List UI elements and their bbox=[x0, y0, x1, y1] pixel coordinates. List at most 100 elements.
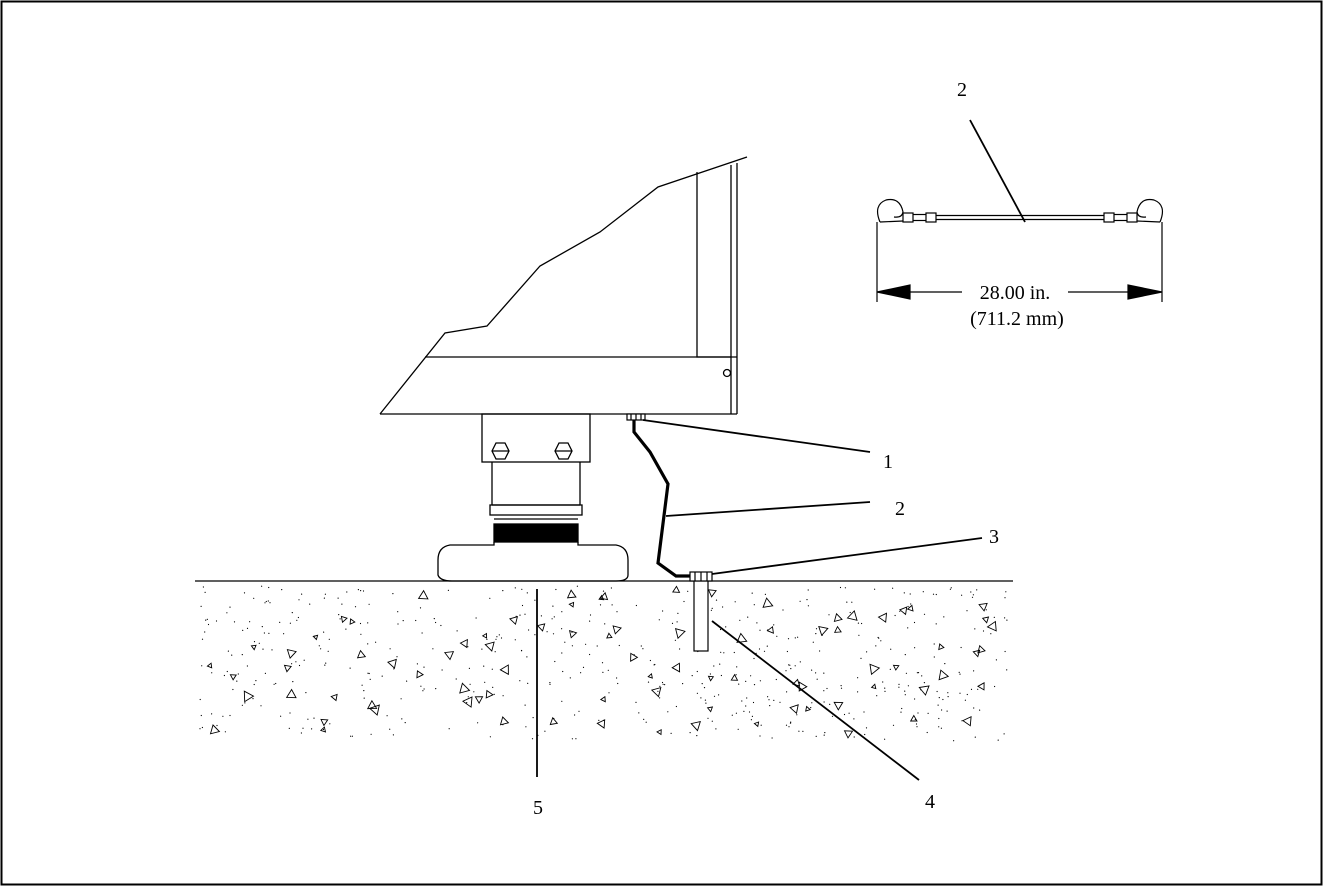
concrete-dot bbox=[635, 701, 637, 704]
concrete-dot bbox=[525, 726, 527, 728]
concrete-dot bbox=[662, 610, 664, 612]
concrete-dot bbox=[898, 683, 900, 686]
concrete-dot bbox=[397, 623, 399, 625]
concrete-dot bbox=[720, 674, 723, 677]
concrete-dot bbox=[898, 686, 900, 688]
concrete-dot bbox=[291, 663, 293, 665]
concrete-dot bbox=[846, 601, 848, 603]
concrete-dot bbox=[982, 630, 985, 632]
concrete-dot bbox=[806, 599, 808, 601]
concrete-aggregate-stone bbox=[484, 641, 495, 652]
concrete-aggregate-stone bbox=[443, 651, 455, 661]
concrete-dot bbox=[475, 617, 477, 619]
concrete-dot bbox=[400, 698, 402, 700]
concrete-dot bbox=[737, 728, 739, 730]
concrete-dot bbox=[246, 665, 248, 667]
concrete-dot bbox=[959, 692, 961, 694]
concrete-dot bbox=[440, 624, 442, 627]
concrete-aggregate-stone bbox=[209, 724, 221, 735]
concrete-dot bbox=[776, 635, 778, 637]
concrete-dot bbox=[938, 726, 940, 728]
concrete-dot bbox=[979, 709, 981, 711]
concrete-dot bbox=[602, 671, 604, 674]
concrete-aggregate-stone bbox=[981, 616, 990, 624]
ground-strap-detail bbox=[876, 198, 1164, 223]
concrete-dot bbox=[635, 604, 638, 607]
concrete-dot bbox=[824, 732, 826, 734]
concrete-dot bbox=[222, 715, 224, 717]
concrete-dot bbox=[738, 683, 740, 685]
concrete-dot bbox=[494, 651, 496, 653]
concrete-aggregate-stone bbox=[647, 672, 653, 679]
concrete-dot bbox=[216, 724, 218, 727]
concrete-dot bbox=[946, 710, 948, 712]
concrete-dot bbox=[325, 662, 327, 664]
leader-lines bbox=[536, 119, 1026, 781]
concrete-dot bbox=[288, 727, 290, 730]
concrete-dot bbox=[456, 630, 458, 632]
concrete-dot bbox=[489, 736, 491, 738]
concrete-dot bbox=[289, 622, 291, 624]
concrete-dot bbox=[313, 717, 315, 719]
concrete-dot bbox=[416, 663, 418, 665]
callout-3: 3 bbox=[989, 526, 999, 548]
concrete-aggregate-stone bbox=[285, 688, 297, 699]
concrete-aggregate-stone bbox=[977, 644, 986, 654]
concrete-dot bbox=[789, 664, 791, 666]
concrete-dot bbox=[618, 644, 620, 647]
concrete-dot bbox=[779, 701, 781, 703]
concrete-dot bbox=[933, 656, 935, 658]
concrete-dot bbox=[973, 707, 975, 709]
concrete-dot bbox=[831, 715, 834, 717]
concrete-dot bbox=[811, 702, 813, 704]
concrete-dot bbox=[746, 697, 748, 699]
concrete-dot bbox=[268, 632, 270, 635]
housing-fastener bbox=[722, 368, 732, 378]
concrete-dot bbox=[935, 623, 937, 625]
concrete-aggregate-stone bbox=[536, 623, 546, 632]
concrete-aggregate-stone bbox=[319, 726, 327, 733]
concrete-dot bbox=[396, 656, 398, 658]
concrete-aggregate bbox=[206, 585, 997, 739]
concrete-aggregate-stone bbox=[340, 615, 348, 624]
concrete-dot bbox=[359, 622, 362, 625]
concrete-aggregate-stone bbox=[818, 626, 829, 637]
concrete-dot bbox=[324, 593, 326, 595]
concrete-dot bbox=[231, 654, 233, 656]
pedestal-collar bbox=[489, 504, 583, 516]
concrete-dot bbox=[974, 628, 976, 630]
concrete-dot bbox=[227, 650, 229, 652]
concrete-dot bbox=[713, 695, 716, 697]
concrete-dot bbox=[658, 619, 660, 621]
concrete-dot bbox=[200, 714, 202, 717]
concrete-dot bbox=[202, 586, 204, 588]
concrete-dot bbox=[759, 680, 762, 682]
concrete-dot bbox=[492, 686, 494, 689]
concrete-dot bbox=[279, 621, 281, 624]
concrete-dot bbox=[775, 678, 777, 681]
concrete-dot bbox=[691, 675, 693, 677]
callout-1: 1 bbox=[883, 451, 893, 473]
concrete-dot bbox=[224, 731, 226, 733]
concrete-dot bbox=[295, 661, 297, 663]
concrete-dot bbox=[753, 657, 755, 660]
concrete-dot bbox=[555, 588, 557, 591]
concrete-dot bbox=[514, 587, 516, 589]
concrete-dot bbox=[527, 682, 529, 685]
concrete-dot bbox=[753, 604, 755, 606]
concrete-dot bbox=[950, 587, 952, 589]
concrete-aggregate-stone bbox=[349, 618, 356, 625]
concrete-dot bbox=[807, 589, 809, 591]
concrete-dot bbox=[301, 593, 303, 595]
concrete-dot bbox=[941, 709, 943, 711]
concrete-dot bbox=[718, 694, 720, 696]
concrete-aggregate-stone bbox=[606, 632, 613, 639]
concrete-dot bbox=[243, 592, 246, 594]
concrete-aggregate-stone bbox=[330, 693, 338, 702]
hex-bolt-left bbox=[491, 442, 510, 460]
concrete-dot bbox=[322, 728, 325, 731]
concrete-dot bbox=[311, 728, 313, 730]
concrete-dot bbox=[1004, 650, 1006, 653]
concrete-dot bbox=[745, 705, 747, 707]
concrete-dot bbox=[670, 732, 672, 735]
